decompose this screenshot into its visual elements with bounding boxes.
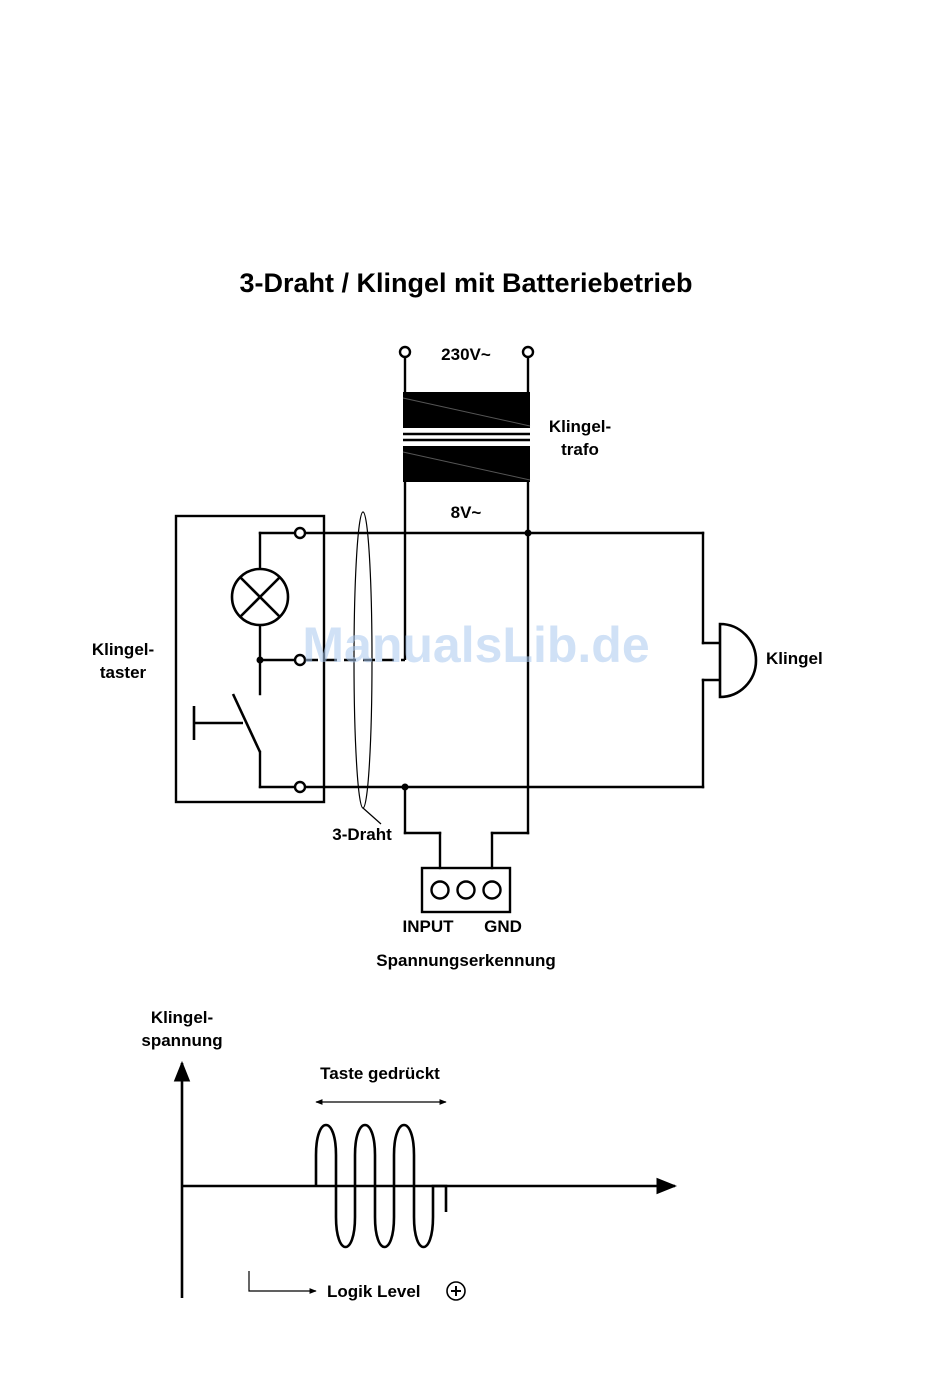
plus-circle-icon <box>447 1282 465 1300</box>
graph-logic-level-pointer <box>249 1271 316 1291</box>
graph-logic-level-label: Logik Level <box>327 1282 421 1301</box>
graph-pressed-label: Taste gedrückt <box>320 1064 440 1083</box>
graph-ylabel-line2: spannung <box>141 1031 222 1050</box>
graph-ylabel-line1: Klingel- <box>151 1008 213 1027</box>
